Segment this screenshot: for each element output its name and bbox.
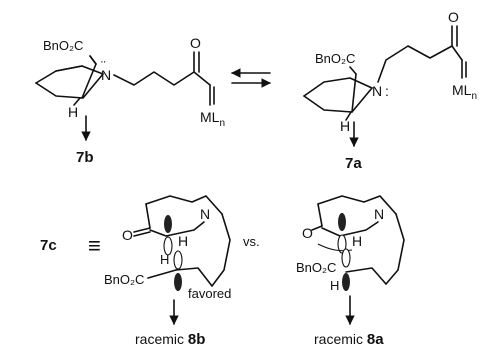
lone-pair: : <box>385 83 389 99</box>
hydrogen-top-label: H <box>178 233 188 249</box>
bridgehead-bond <box>351 73 357 113</box>
nitrogen-label: N <box>200 206 210 222</box>
equilibrium-arrows <box>231 68 271 88</box>
product-7a: 7a <box>345 155 362 172</box>
vs-label: vs. <box>243 234 260 249</box>
top-right-structure: BnO₂C H N : O MLn 7a <box>303 9 477 172</box>
equivalent-symbol: ≡ <box>88 233 101 258</box>
oxygen-label: O <box>302 225 313 241</box>
metal-label: MLn <box>452 82 477 102</box>
product-label: racemic 8b <box>135 331 205 348</box>
orbital-lobe-bottom <box>174 273 182 291</box>
metal-label: MLn <box>200 109 225 129</box>
lone-pair: ¨ <box>101 58 106 74</box>
left-conformer: N O H H BnO₂C favored racemic 8b <box>104 195 231 348</box>
product-label: racemic 8a <box>314 331 384 348</box>
ring-front-bonds <box>303 87 373 113</box>
right-conformer: N O H BnO₂C H racemic 8a <box>296 195 405 348</box>
hydrogen-label: H <box>340 118 350 134</box>
ring-back-bonds <box>303 77 373 97</box>
oxygen-label: O <box>122 227 133 243</box>
top-left-structure: BnO₂C H N ¨ O MLn 7b <box>35 35 225 166</box>
hydrogen-label: H <box>68 104 78 120</box>
ring-front-bonds <box>35 73 104 99</box>
orbital-lobe-top <box>338 213 346 231</box>
bridgehead-bond <box>81 63 97 99</box>
hydrogen-top-label: H <box>352 233 362 249</box>
hydrogen-mid-label: H <box>160 252 169 267</box>
ester-label: BnO₂C <box>43 38 83 53</box>
ring-right <box>385 213 405 285</box>
oxygen-label: O <box>448 9 459 25</box>
ester-label: BnO₂C <box>315 51 355 66</box>
steric-clash-arc <box>317 243 353 252</box>
ester-label: BnO₂C <box>104 272 144 287</box>
ring-bridge <box>55 65 83 72</box>
orbital-lobe-top <box>164 215 172 233</box>
favored-label: favored <box>188 286 231 301</box>
nitrogen-label: N <box>101 67 111 83</box>
ring-right <box>211 213 231 287</box>
orbital-lobe-bottom <box>342 273 350 291</box>
nitrogen-label: N <box>374 206 384 222</box>
ester-label: BnO₂C <box>296 260 336 275</box>
ring-top <box>317 195 397 215</box>
bottom-row: 7c ≡ vs. <box>40 233 260 258</box>
side-chain <box>377 45 463 83</box>
nitrogen-label: N <box>372 83 382 99</box>
ring-top <box>145 195 223 215</box>
product-7b: 7b <box>76 149 94 166</box>
label-7c: 7c <box>40 237 57 254</box>
hydrogen-mid-label: H <box>330 278 339 293</box>
oxygen-label: O <box>190 35 201 51</box>
side-chain <box>113 71 211 86</box>
